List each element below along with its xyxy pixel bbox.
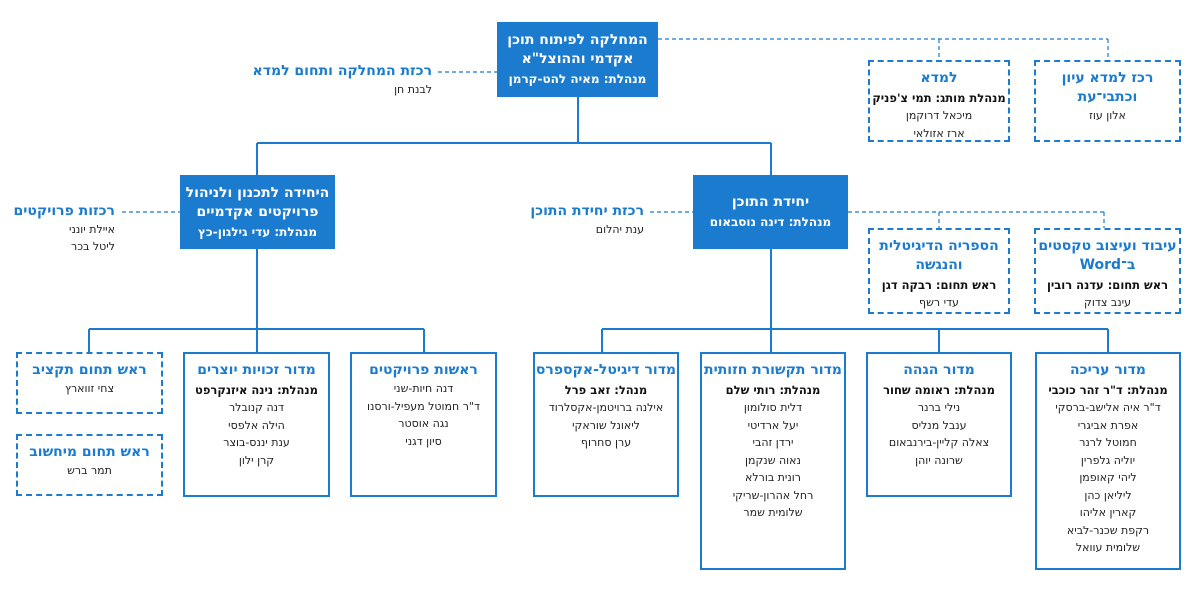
content-coordinator-title: רכזת יחידת התוכן <box>530 203 644 219</box>
dept-member: ירדן זהבי <box>752 436 794 449</box>
dept-member: ליליאן כהן <box>1084 488 1132 502</box>
top-department-title-2: אקדמי וההוצל"א <box>521 51 634 67</box>
content-unit-box: יחידת התוכן מנהלת: דינה נוסבאום <box>693 175 848 249</box>
proofreading-dept-title: מדור הגהה <box>903 362 975 378</box>
dept-member: רחל אהרון-שריקי <box>732 488 814 502</box>
top-coordinator-note: רכזת המחלקה ותחום למדא לבנת חן <box>253 62 432 98</box>
dept-member: שלומית שמר <box>743 506 803 519</box>
digital-library-manager: ראש תחום: רבקה דגן <box>881 278 997 292</box>
digital-express-dept-manager: מנהל: זאב פרל <box>564 383 648 397</box>
content-unit-manager: מנהלת: דינה נוסבאום <box>709 215 832 229</box>
project-heads-title: ראשות פרויקטים <box>369 362 478 378</box>
visual-comm-dept-title: מדור תקשורת חזותית <box>704 362 842 378</box>
lamda-brand-box: למדא מנהלת מותג: תמי צ'פניק מיכאל דרוקמן… <box>868 60 1010 142</box>
word-processing-manager: ראש תחום: עדנה רובין <box>1046 278 1169 292</box>
word-processing-person: עינב צדוק <box>1084 296 1131 309</box>
dept-member: אפרת אביגרי <box>1077 418 1139 432</box>
digital-library-person: עדי רשף <box>919 296 959 309</box>
dept-member: אילנה ברויטמן-אקסלרוד <box>548 401 664 414</box>
top-coordinator-title: רכזת המחלקה ותחום למדא <box>252 63 432 79</box>
dept-member: ד"ר חמוטל מעפיל-ורסנו <box>367 399 480 413</box>
computing-head-person: תמר ברש <box>67 464 112 477</box>
lamda-journals-box: רכז למדא עיון וכתבי־עת אלון עוז <box>1034 60 1181 142</box>
projects-unit-title-1: היחידה לתכנון ולניהול <box>185 184 330 201</box>
content-unit-title: יחידת התוכן <box>731 194 810 210</box>
copyright-dept-box: מדור זכויות יוצרים מנהלת: נינה איזנקרפט … <box>183 352 330 497</box>
lamda-journals-title-2: וכתבי־עת <box>1077 89 1138 105</box>
digital-library-title-1: הספריה הדיגיטלית <box>879 238 999 254</box>
dept-member: קרן ילון <box>238 453 275 467</box>
lamda-journals-person: אלון עוז <box>1089 109 1126 122</box>
copyright-dept-manager: מנהלת: נינה איזנקרפט <box>195 383 318 397</box>
dept-member: דנה קנובלר <box>228 401 285 414</box>
top-department-manager: מנהלת: מאיה להט-קרמן <box>508 72 647 86</box>
proofreading-dept-manager: מנהלת: ראומה שחור <box>883 383 995 397</box>
dept-member: ענת יננס-בוצר <box>223 436 290 449</box>
editing-dept-title: מדור עריכה <box>1070 362 1146 378</box>
project-coordinators-note: רכזות פרויקטים איילת יונני ליטל בכר <box>14 202 115 255</box>
projects-unit-title-2: פרויקטים אקדמיים <box>196 203 319 220</box>
visual-comm-dept-box: מדור תקשורת חזותית מנהלת: רותי שלם דלית … <box>700 352 846 570</box>
projects-unit-box: היחידה לתכנון ולניהול פרויקטים אקדמיים מ… <box>180 175 335 249</box>
dept-member: קארין אליהו <box>1079 506 1137 519</box>
dept-member: נילי ברנר <box>917 401 961 414</box>
lamda-person: ארז אזולאי <box>913 126 965 140</box>
project-coordinator-person: איילת יונני <box>69 223 115 236</box>
dept-member: ד"ר איה אלישב-ברסקי <box>1055 401 1161 414</box>
budget-head-person: צחי זווארץ <box>65 382 114 395</box>
dept-member: יוליה גלפרין <box>1080 453 1136 467</box>
copyright-dept-title: מדור זכויות יוצרים <box>197 362 316 378</box>
dept-member: דנה חיות-שני <box>393 382 454 395</box>
dept-member: ליאונל שוראקי <box>572 418 640 432</box>
dept-member: ערן סחרוף <box>580 436 632 449</box>
dept-member: הילה אלפסי <box>228 418 285 432</box>
editing-dept-box: מדור עריכה מנהלת: ד"ר זהר כוכבי ד"ר איה … <box>1035 352 1181 570</box>
dept-member: ענבל מנליס <box>911 418 967 432</box>
dept-member: רקפת שכנר-לביא <box>1066 523 1150 537</box>
dept-member: ליהי קאופמן <box>1079 471 1137 484</box>
lamda-title: למדא <box>920 70 958 86</box>
dept-member: נגה אוסטר <box>398 417 449 430</box>
top-department-title-1: המחלקה לפיתוח תוכן <box>507 32 648 48</box>
project-coordinators-title: רכזות פרויקטים <box>13 203 115 219</box>
dept-member: שלומית עוואל <box>1075 541 1141 554</box>
content-coordinator-person: ענת יהלום <box>595 223 644 236</box>
lamda-manager: מנהלת מותג: תמי צ'פניק <box>872 91 1006 105</box>
digital-express-dept-box: מדור דיגיטל-אקספרס מנהל: זאב פרל אילנה ב… <box>533 352 679 497</box>
top-department-box: המחלקה לפיתוח תוכן אקדמי וההוצל"א מנהלת:… <box>497 22 658 97</box>
top-coordinator-person: לבנת חן <box>394 83 432 96</box>
content-coordinator-note: רכזת יחידת התוכן ענת יהלום <box>530 202 644 238</box>
lamda-person: מיכאל דרוקמן <box>905 109 973 122</box>
editing-dept-manager: מנהלת: ד"ר זהר כוכבי <box>1048 383 1168 397</box>
dept-member: צאלה קליין-בירנבאום <box>888 436 990 449</box>
digital-express-dept-title: מדור דיגיטל-אקספרס <box>535 362 677 378</box>
word-processing-box: עיבוד ועיצוב טקסטים ב־Word ראש תחום: עדנ… <box>1034 228 1181 314</box>
dept-member: סיון דגני <box>405 434 442 448</box>
dept-member: נאוה שנקמן <box>745 453 801 467</box>
word-processing-title-1: עיבוד ועיצוב טקסטים <box>1038 238 1177 254</box>
computing-head-box: ראש תחום מיחשוב תמר ברש <box>16 434 163 496</box>
dept-member: חמוטל לרנר <box>1079 436 1137 449</box>
project-heads-dept-box: ראשות פרויקטים דנה חיות-שני ד"ר חמוטל מע… <box>350 352 497 497</box>
visual-comm-dept-manager: מנהלת: רותי שלם <box>725 383 821 397</box>
digital-library-box: הספריה הדיגיטלית והנגשה ראש תחום: רבקה ד… <box>868 228 1010 314</box>
dept-member: שרונה יוהן <box>915 453 963 467</box>
lamda-journals-title-1: רכז למדא עיון <box>1061 70 1154 86</box>
budget-head-box: ראש תחום תקציב צחי זווארץ <box>16 352 163 414</box>
projects-unit-manager: מנהלת: עדי גילגון-כץ <box>197 224 318 239</box>
digital-library-title-2: והנגשה <box>915 257 963 273</box>
budget-head-title: ראש תחום תקציב <box>32 362 147 378</box>
project-coordinator-person: ליטל בכר <box>71 240 115 253</box>
dept-member: יעל ארדיטי <box>747 418 799 432</box>
word-processing-title-2: ב־Word <box>1079 257 1136 273</box>
computing-head-title: ראש תחום מיחשוב <box>29 444 150 460</box>
dept-member: דלית סולומון <box>743 401 803 414</box>
proofreading-dept-box: מדור הגהה מנהלת: ראומה שחור נילי ברנר ענ… <box>866 352 1012 497</box>
dept-member: רונית בורלא <box>745 471 801 484</box>
